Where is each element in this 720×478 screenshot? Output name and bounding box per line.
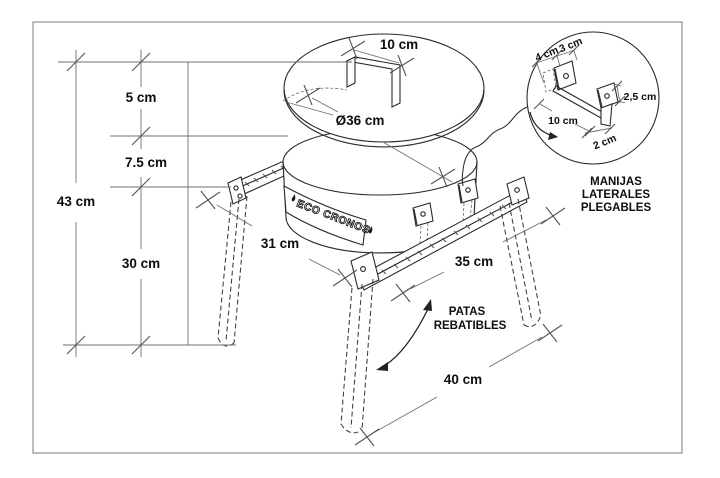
right-leg-hinge-bracket — [506, 176, 530, 206]
dim-base-right: 35 cm — [455, 254, 493, 269]
bowl-body: ECO CRONOS — [282, 128, 479, 254]
dim-base-ground: 40 cm — [444, 372, 482, 387]
leg-fold-arrow — [376, 299, 432, 371]
dim-height-legs: 30 cm — [122, 256, 160, 271]
dim-base-left: 31 cm — [261, 236, 299, 251]
leg-left — [217, 195, 248, 347]
flame-icon — [368, 225, 373, 234]
detail-left-plate — [553, 60, 577, 91]
lid — [282, 33, 485, 148]
hidden-rim-arc — [282, 87, 348, 102]
note-handles-line1: MANIJAS — [590, 176, 642, 188]
dim-height-total: 43 cm — [57, 194, 95, 209]
note-handles-line2: LATERALES — [582, 189, 650, 201]
brand-plate — [283, 185, 367, 246]
detail-dim-plate-h: 2,5 cm — [624, 91, 657, 103]
dim-height-top: 5 cm — [126, 90, 157, 105]
detail-leader-squiggle — [461, 106, 528, 187]
note-handles-line3: PLEGABLES — [581, 202, 652, 214]
dim-lid-diameter: Ø36 cm — [336, 113, 385, 128]
dim-height-mid: 7.5 cm — [125, 155, 167, 170]
handle-detail-circle — [526, 31, 660, 165]
flame-icon — [291, 193, 296, 202]
leg-front — [340, 278, 374, 434]
note-legs-line1: PATAS — [449, 306, 486, 318]
lid-handle — [345, 56, 401, 108]
note-legs-line2: REBATIBLES — [434, 320, 507, 332]
dimension-lines — [58, 37, 566, 447]
dim-handle-top: 10 cm — [380, 37, 418, 52]
detail-right-plate — [596, 82, 619, 109]
leg-right — [499, 198, 542, 328]
detail-dim-bar-len: 10 cm — [548, 115, 578, 127]
